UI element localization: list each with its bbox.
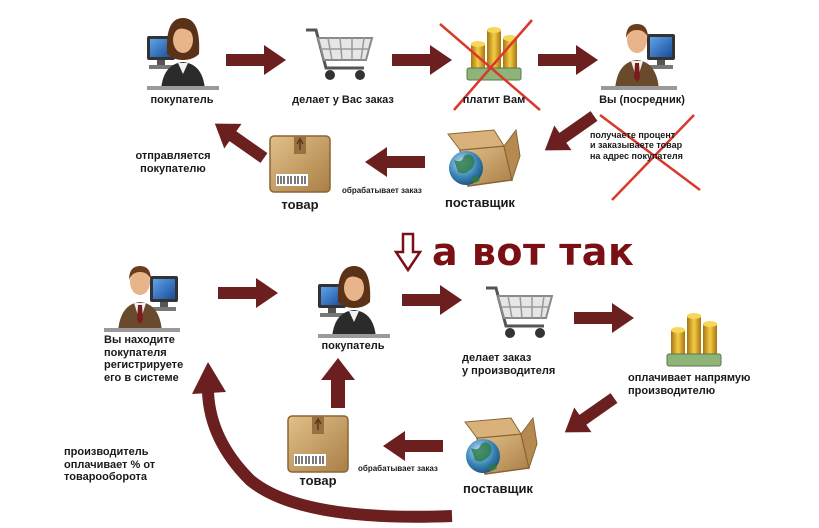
- arrow-supplier-to-goods-bottom: [383, 431, 443, 461]
- arrow-cart-to-coins: [392, 45, 452, 75]
- bottom-you-label: Вы находите покупателя регистрируете его…: [104, 334, 184, 384]
- goods-box-icon: [269, 135, 331, 193]
- bottom-goods-box-icon: [287, 415, 349, 473]
- bottom-supplier-label: поставщик: [463, 481, 533, 496]
- top-middleman-label: Вы (посредник): [599, 94, 685, 106]
- you-man-icon: [104, 266, 180, 332]
- cross-middleman-note-icon: [599, 114, 701, 201]
- top-cart-label: делает у Вас заказ: [292, 94, 394, 106]
- big-curved-arrow: [192, 362, 453, 523]
- arrow-buyer-to-cart: [226, 45, 286, 75]
- top-middleman-note: получаете процент и заказываете товар на…: [590, 130, 683, 161]
- bottom-coins-icon: [666, 312, 722, 367]
- top-supplier-label: поставщик: [445, 195, 515, 210]
- bottom-commission-label: производитель оплачивает % от товарообор…: [64, 446, 156, 484]
- bottom-supplier-icon: [464, 417, 538, 475]
- buyer-woman-icon: [147, 18, 219, 90]
- top-pays-label: платит Вам: [462, 94, 526, 106]
- arrow-pay-to-supplier: [556, 385, 623, 445]
- cross-pays-icon: [439, 19, 541, 111]
- arrow-coins-to-middleman: [538, 45, 598, 75]
- top-goods-label: товар: [281, 197, 319, 212]
- arrow-goods-to-buyer-bottom: [321, 358, 355, 408]
- arrow-supplier-to-goods: [365, 147, 425, 177]
- bottom-process-label: обрабатывает заказ: [358, 464, 438, 473]
- shopping-cart-icon: [304, 28, 374, 82]
- arrow-you-to-buyer: [218, 278, 278, 308]
- top-sent-label: отправляется покупателю: [135, 150, 211, 175]
- arrow-buyer-to-order: [402, 285, 462, 315]
- bottom-pays-label: оплачивает напрямую производителю: [628, 372, 751, 397]
- middleman-man-icon: [601, 24, 677, 90]
- arrow-order-to-pay: [574, 303, 634, 333]
- top-process-label: обрабатывает заказ: [342, 186, 422, 195]
- top-buyer-label: покупатель: [150, 94, 214, 106]
- bottom-order-label: делает заказ у производителя: [462, 352, 556, 377]
- down-arrow-icon: [393, 232, 423, 273]
- bottom-shopping-cart-icon: [484, 286, 554, 340]
- supplier-icon: [447, 129, 521, 187]
- bottom-buyer-label: покупатель: [321, 340, 385, 352]
- bottom-goods-label: товар: [299, 473, 337, 488]
- heading-text: а вот так: [432, 230, 635, 274]
- bottom-buyer-woman-icon: [318, 266, 390, 338]
